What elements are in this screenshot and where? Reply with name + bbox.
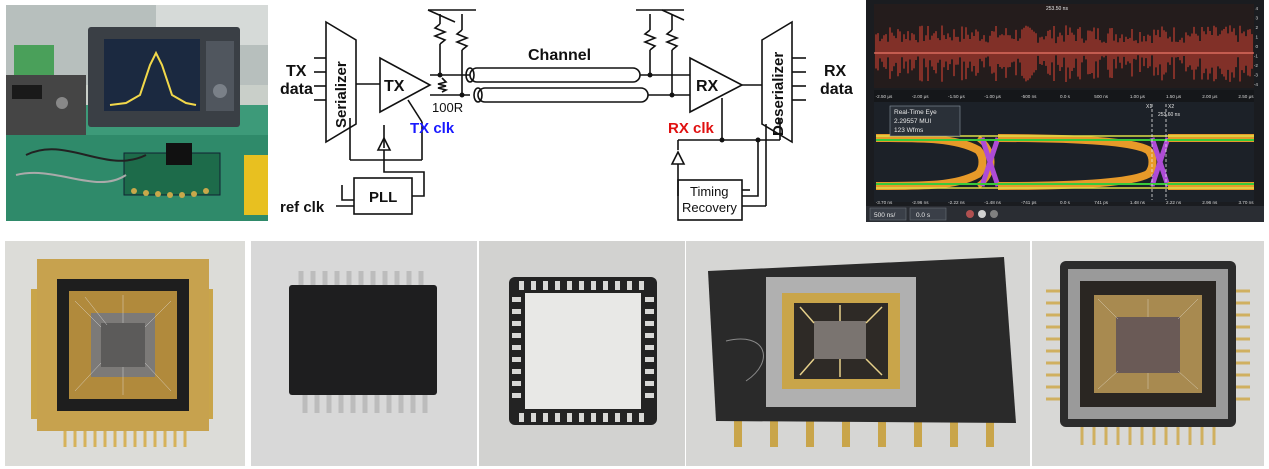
right-axis-label: -3 [1254,73,1259,78]
eye-box-title: Real-Time Eye [894,109,937,116]
top-axis-tick-label: 500 ns [1094,94,1108,99]
right-axis-label: -1 [1254,54,1259,59]
top-axis-tick-label: 0.0 s [1060,94,1071,99]
tx-driver-label: TX [384,78,405,95]
qfn-package-photo [479,241,685,466]
timing-recovery-label-1: Timing [690,184,729,199]
right-axis-label: 0 [1255,44,1258,49]
rx-data-label-2: data [820,81,853,98]
top-marker-readout: 253.50 ns [1046,6,1068,12]
rx-clk-label: RX clk [668,120,715,137]
timebase-readout: 500 ns/ [874,212,896,219]
channel-label: Channel [528,47,591,64]
top-axis-tick-label: 2.50 μs [1238,94,1254,99]
cursor-x2-label: X2 [1168,104,1174,110]
dip-glass-lid-package-photo [686,241,1030,466]
ceramic-grey-package-photo [1032,241,1264,466]
timing-recovery-label-2: Recovery [682,200,737,215]
rx-data-label-1: RX [824,63,847,80]
top-axis-tick-label: -1.00 μs [984,94,1001,99]
cursor-readout: 253.60 ns [1158,112,1180,118]
eye-box-ui: 2.29557 MUI [894,118,931,125]
right-axis-label: 4 [1255,6,1258,11]
right-axis-label: 2 [1255,25,1258,30]
rx-amp-label: RX [696,78,719,95]
top-axis-tick-label: 1.00 μs [1130,94,1146,99]
bottom-axis-tick-label: 3.70 ns [1238,200,1254,205]
lab-setup-photo [6,5,268,221]
bottom-axis-tick-label: 0.0 s [1060,200,1071,205]
ceramic-gold-package-photo [5,241,245,466]
serializer-label: Serializer [333,61,350,128]
tx-clk-label: TX clk [410,120,455,137]
top-axis-tick-label: -1.50 μs [948,94,965,99]
bottom-axis-tick-label: -2.96 ns [912,200,929,205]
bottom-axis-tick-label: -3.70 ns [876,200,893,205]
tx-data-label-2: data [280,81,313,98]
top-axis-tick-label: 1.50 μs [1166,94,1182,99]
serdes-block-diagram: TX data Serializer TX 100R TX clk Channe… [280,0,860,230]
top-axis-tick-label: -2.50 μs [876,94,893,99]
top-axis-tick-label: -500 ns [1021,94,1037,99]
top-axis-tick-label: 2.00 μs [1202,94,1218,99]
right-axis-label: 3 [1255,16,1258,21]
bottom-axis-tick-label: 741 ps [1094,200,1108,205]
ssop-package-photo [251,241,477,466]
tx-data-label-1: TX [286,63,307,80]
bottom-axis-tick-label: -1.48 ns [984,200,1001,205]
oscilloscope-screen-photo: -2.50 μs -2.00 μs -1.50 μs -1.00 μs -500 ns 0… [866,0,1264,222]
ref-clk-label: ref clk [280,199,325,216]
pll-label: PLL [369,189,397,206]
right-axis-label: -2 [1254,63,1259,68]
bottom-axis-tick-label: -2.22 ns [948,200,965,205]
resistor-label: 100R [432,100,463,115]
bottom-axis-tick-label: 1.48 ns [1130,200,1146,205]
bottom-axis-tick-label: -741 ps [1021,200,1037,205]
bottom-axis-tick-label: 2.96 ns [1202,200,1218,205]
delay-readout: 0.0 s [916,212,931,219]
top-axis-tick-label: -2.00 μs [912,94,929,99]
right-axis-label: -4 [1254,82,1259,87]
right-axis-label: 1 [1255,35,1258,40]
bottom-axis-tick-label: 2.22 ns [1166,200,1182,205]
eye-box-wfms: 123 Wfms [894,127,924,134]
deserializer-label: Deserializer [770,52,787,136]
cursor-x1-label: X1 [1146,104,1152,110]
